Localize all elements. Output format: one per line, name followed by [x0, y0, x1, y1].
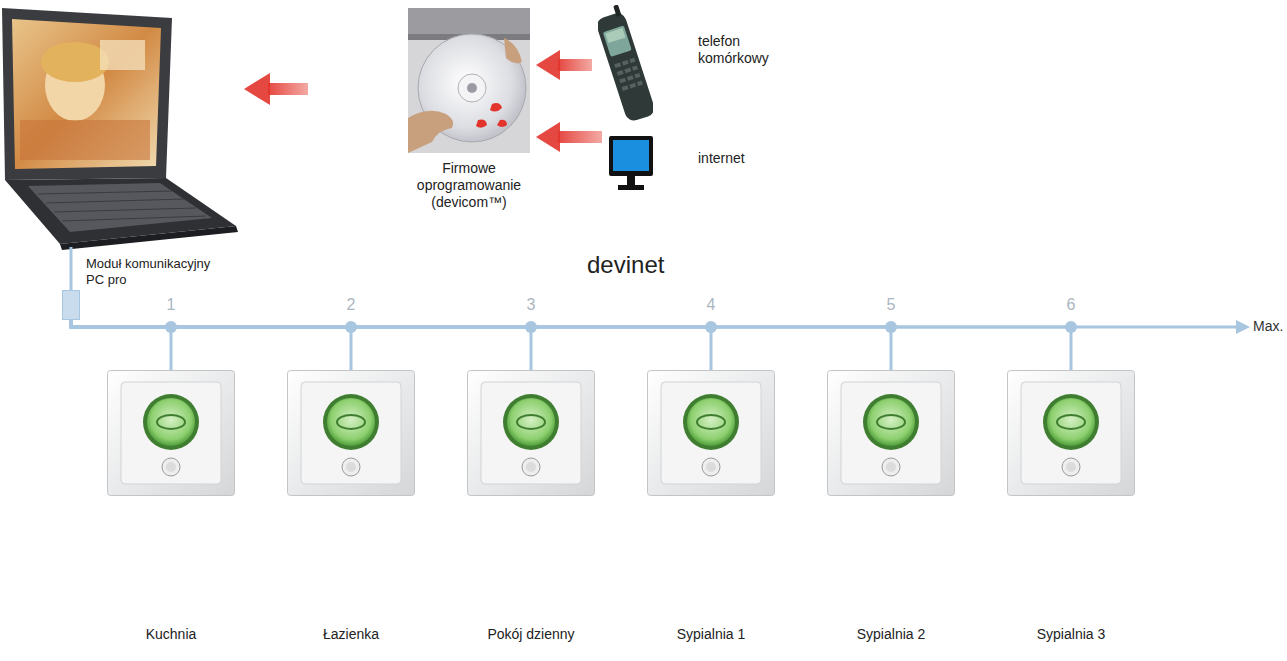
- arrow-head: [536, 50, 560, 80]
- connector: [536, 122, 602, 152]
- thermostat-illustration: [1007, 370, 1135, 496]
- network-name: devinet: [587, 250, 664, 279]
- connector: [536, 50, 592, 80]
- node-number: 4: [707, 295, 716, 314]
- thermostat: Pokój dzienny: [467, 370, 595, 496]
- arrow-shaft: [558, 131, 602, 143]
- communication-module: Moduł komunikacyjny PC pro: [62, 290, 80, 320]
- thermostat-illustration: [287, 370, 415, 496]
- mobile-phone-icon: [598, 5, 653, 125]
- arrow-head: [536, 122, 560, 152]
- module-cable: [70, 247, 73, 290]
- software-cd-photo: [408, 8, 530, 153]
- node-label: internet: [698, 150, 788, 167]
- node-number: 5: [887, 295, 896, 314]
- node-label: Łazienka: [266, 626, 436, 643]
- node-label: Sypialnia 1: [626, 626, 796, 643]
- connector: [71, 320, 1071, 370]
- thermostat-illustration: [107, 370, 235, 496]
- thermostat-illustration: [827, 370, 955, 496]
- thermostat: Sypialnia 1: [647, 370, 775, 496]
- thermostat: Łazienka: [287, 370, 415, 496]
- bus-connector: [71, 320, 1071, 370]
- laptop-illustration: [2, 8, 238, 250]
- internet-node: internet: [608, 135, 654, 193]
- node-number: 2: [347, 295, 356, 314]
- node-label: Pokój dzienny: [446, 626, 616, 643]
- node-number: 6: [1067, 295, 1076, 314]
- node-label: Sypialnia 3: [986, 626, 1156, 643]
- node-number: 3: [527, 295, 536, 314]
- computer-icon: [608, 135, 654, 193]
- thermostat-illustration: [467, 370, 595, 496]
- software-node: Firmowe oprogramowanie (devicom™): [408, 8, 530, 153]
- thermostat: Sypialnia 2: [827, 370, 955, 496]
- max-count-note: Max. 31: [1253, 318, 1287, 335]
- thermostat-illustration: [647, 370, 775, 496]
- node-label: Sypialnia 2: [806, 626, 976, 643]
- node-label: Firmowe oprogramowanie (devicom™): [404, 160, 534, 211]
- node-label: Moduł komunikacyjny PC pro: [86, 256, 221, 288]
- red-arrow: [244, 73, 308, 105]
- node-label: telefon komórkowy: [698, 33, 808, 67]
- arrow-shaft: [558, 59, 592, 71]
- communication-module-box: [62, 290, 80, 320]
- node-label: Kuchnia: [86, 626, 256, 643]
- thermostat: Kuchnia: [107, 370, 235, 496]
- thermostat: Sypialnia 3: [1007, 370, 1135, 496]
- node-number: 1: [167, 295, 176, 314]
- phone-node: telefon komórkowy: [598, 5, 653, 125]
